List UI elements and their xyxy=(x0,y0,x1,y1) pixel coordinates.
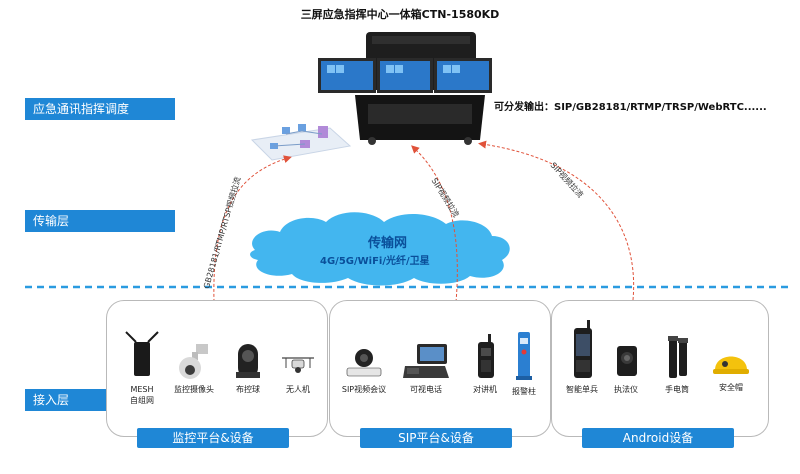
device-smart-terminal: 智能单兵 xyxy=(561,318,603,395)
device-label: 监控摄像头 xyxy=(174,385,214,394)
layer-label-transport: 传输层 xyxy=(25,210,175,232)
device-label: 手电筒 xyxy=(665,385,689,394)
device-label: 布控球 xyxy=(236,385,260,394)
device-label: MESH 自组网 xyxy=(130,385,154,405)
layer-label-command: 应急通讯指挥调度 xyxy=(25,98,175,120)
walkie-talkie-icon xyxy=(478,334,494,378)
device-label: 无人机 xyxy=(286,385,310,394)
panel-label-android: Android设备 xyxy=(582,428,734,448)
body-camera-icon xyxy=(617,346,637,376)
device-ptz-camera: 监控摄像头 xyxy=(168,342,220,395)
cloud-subtitle: 4G/5G/WiFi/光纤/卫星 xyxy=(320,256,430,267)
network-platform-icon xyxy=(250,124,352,161)
device-walkie-talkie: 对讲机 xyxy=(466,332,504,395)
device-label: 报警柱 xyxy=(512,387,536,396)
device-label: 执法仪 xyxy=(614,385,638,394)
device-label: SIP视频会议 xyxy=(341,385,387,394)
device-flashlight: 手电筒 xyxy=(655,334,699,395)
device-alarm-pillar: 报警柱 xyxy=(505,330,543,397)
device-drone: 无人机 xyxy=(276,350,320,395)
alarm-pillar-icon xyxy=(516,332,532,380)
panel-label-sip: SIP平台&设备 xyxy=(360,428,512,448)
device-label: 智能单兵 xyxy=(566,385,598,394)
cloud-title: 传输网 xyxy=(368,236,408,251)
mesh-radio-icon xyxy=(125,331,159,376)
safety-helmet-icon xyxy=(713,356,749,374)
arrow-right xyxy=(478,140,635,301)
diagram-title: 三屏应急指挥中心一体箱CTN-1580KD xyxy=(300,8,500,21)
device-label: 安全帽 xyxy=(719,383,743,392)
arrow-left xyxy=(213,155,292,303)
device-label: 对讲机 xyxy=(473,385,497,394)
device-mesh: MESH 自组网 xyxy=(118,330,166,406)
device-body-camera: 执法仪 xyxy=(606,342,646,395)
dome-ball-icon xyxy=(236,344,260,378)
conference-camera-icon xyxy=(346,349,382,377)
device-conference-camera: SIP视频会议 xyxy=(336,344,392,395)
device-safety-helmet: 安全帽 xyxy=(708,342,754,393)
device-label: 可视电话 xyxy=(410,385,442,394)
transport-cloud-icon xyxy=(250,212,510,286)
arrow-middle xyxy=(411,145,458,303)
smart-terminal-icon xyxy=(574,320,592,378)
device-video-phone: 可视电话 xyxy=(398,342,454,395)
distribution-output-text: 可分发输出：SIP/GB28181/RTMP/TRSP/WebRTC...... xyxy=(494,102,767,113)
drone-icon xyxy=(282,357,314,373)
ptz-camera-icon xyxy=(179,344,208,379)
flashlight-icon xyxy=(668,336,688,378)
panel-label-monitoring: 监控平台&设备 xyxy=(137,428,289,448)
video-phone-icon xyxy=(403,344,449,378)
command-case-icon xyxy=(318,32,492,145)
device-dome-ball: 布控球 xyxy=(226,340,270,395)
